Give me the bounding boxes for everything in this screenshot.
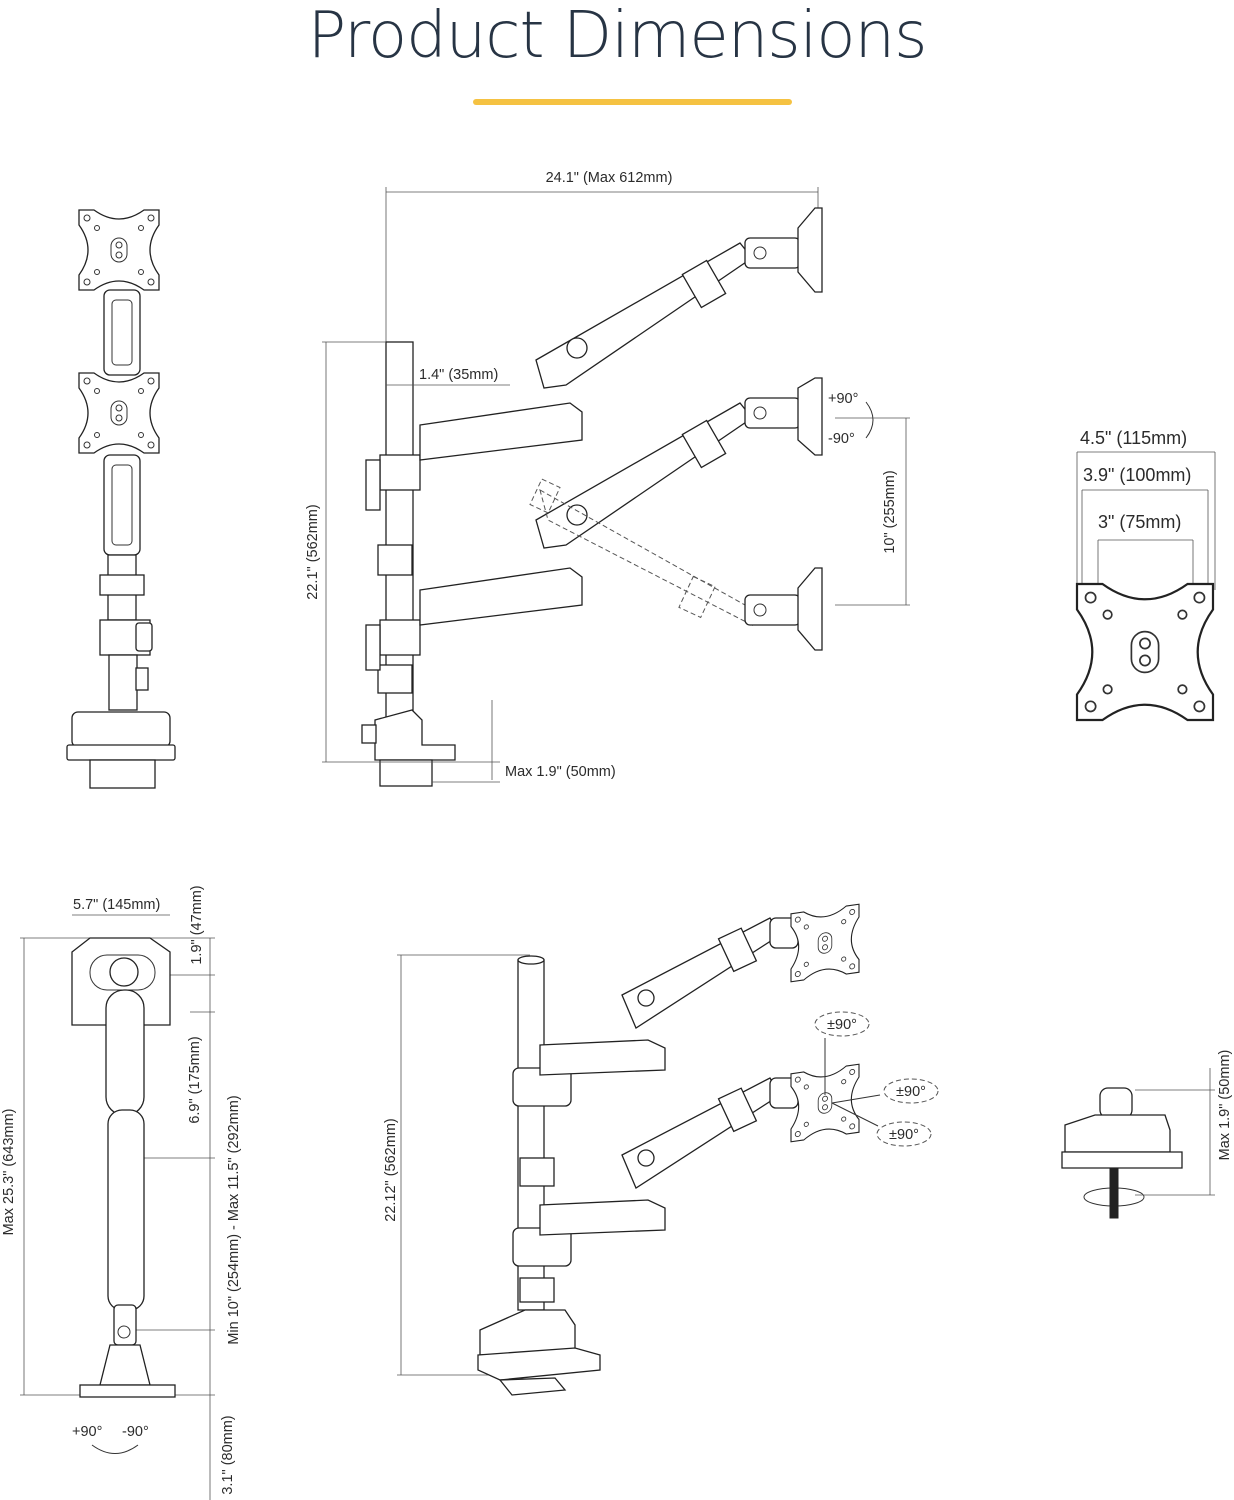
vesa-inner-label: 3" (75mm) [1098,512,1181,532]
vesa-outer-label: 4.5" (115mm) [1080,428,1187,448]
pole-height-label: 22.1" (562mm) [305,504,321,599]
arm-range-label: Min 10" (254mm) - Max 11.5" (292mm) [226,1095,242,1344]
vertical-adjust-label: 10" (255mm) [882,470,898,553]
side-view-drawing: 24.1" (Max 612mm) 1.4" (35mm) [305,170,910,787]
page-title: Product Dimensions [307,0,928,73]
iso-pole-height-label: 22.12" (562mm) [383,1118,399,1221]
title-underline [473,99,792,105]
tilt-plus-label: +90° [828,391,858,407]
clamp-thickness-label: Max 1.9" (50mm) [1217,1050,1233,1161]
vesa-plate-icon [1075,582,1215,722]
reach-width-label: 24.1" (Max 612mm) [546,170,673,186]
top-view-drawing: 5.7" (145mm) 1.9" (47mm) 6.9" (175mm) Ma… [1,885,242,1500]
pole-diameter-label: 1.4" (35mm) [419,367,498,383]
vesa-plate-icon [78,209,160,291]
rotate-label-2: ±90° [896,1084,926,1100]
rotation-arrow-icon [865,401,874,439]
isometric-view-drawing: 22.12" (562mm) ±90° ±90° ±90° [383,903,939,1396]
top-offset-label: 1.9" (47mm) [189,885,205,964]
rotate-label-3: ±90° [889,1127,919,1143]
rotation-arrow-icon [91,1444,139,1454]
vesa-plate-icon [78,372,160,454]
bottom-tilt-plus-label: +90° [72,1424,102,1440]
arm-segment-label: 6.9" (175mm) [187,1036,203,1123]
mount-depth-label: 3.1" (80mm) [220,1415,236,1494]
desk-thickness-side-label: Max 1.9" (50mm) [505,764,616,780]
front-view-drawing [66,209,176,789]
max-height-label: Max 25.3" (643mm) [1,1109,17,1236]
tilt-minus-label: -90° [828,431,855,447]
base-width-label: 5.7" (145mm) [73,897,160,913]
vesa-plate-icon [790,903,860,983]
bottom-tilt-minus-label: -90° [122,1424,149,1440]
rotate-label-1: ±90° [827,1017,857,1033]
vesa-plate-drawing: 4.5" (115mm) 3.9" (100mm) 3" (75mm) [1075,428,1216,722]
vesa-mid-label: 3.9" (100mm) [1083,465,1191,485]
clamp-detail-drawing: Max 1.9" (50mm) [1061,1050,1233,1219]
